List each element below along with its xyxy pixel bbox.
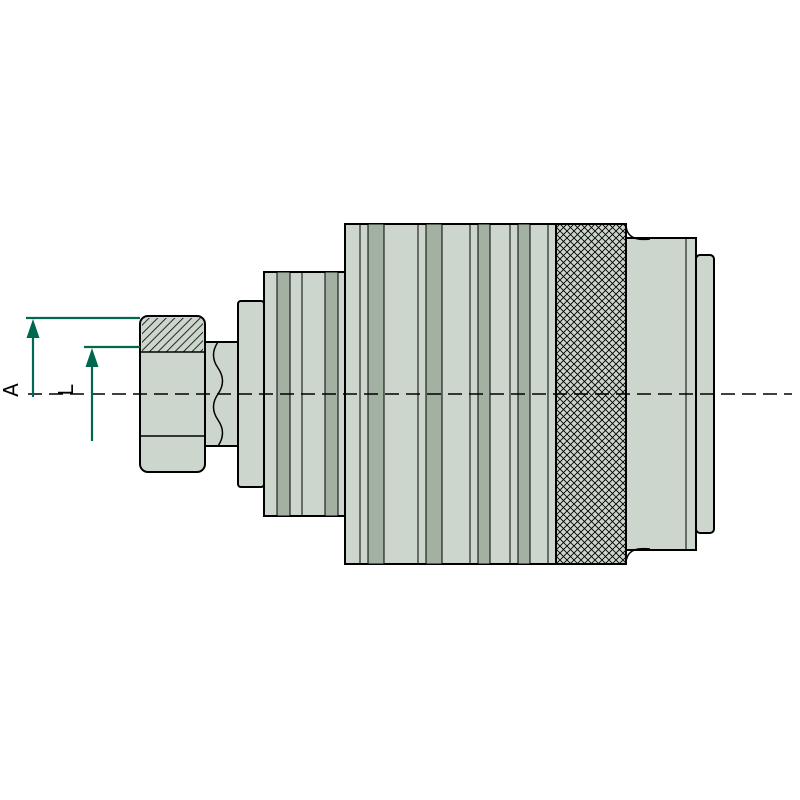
knurl-band [555, 223, 627, 565]
dim-a-arrowhead-icon [26, 319, 40, 338]
dim-l-arrowhead-icon [85, 348, 99, 367]
dimension-a: A [0, 316, 140, 397]
knurl-texture [555, 223, 627, 565]
dim-a-label: A [0, 383, 23, 397]
hex-nut [139, 315, 206, 473]
hex-nut-chamfer-hatch [142, 318, 203, 352]
relief-notch-top [625, 223, 651, 241]
relief-notch-bottom [625, 547, 651, 565]
dim-l-label: L [54, 384, 78, 396]
dimension-l: L [54, 345, 140, 441]
